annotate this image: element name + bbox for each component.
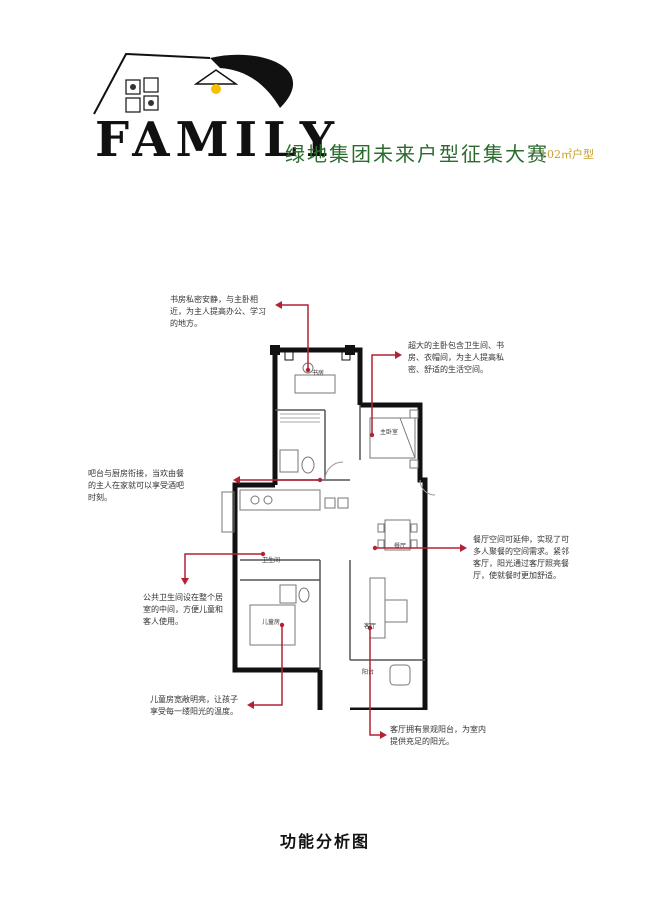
note-child: 儿童房宽敞明亮，让孩子享受每一缕阳光的温度。 (150, 695, 238, 716)
note-study: 书房私密安静，与主卧相近，为主人提高办公、学习的地方。 (170, 295, 266, 328)
figure-caption: 功能分析图 (279, 832, 370, 851)
floor-plan (221, 345, 436, 710)
note-master: 超大的主卧包含卫生间、书房、衣帽间，为主人提高私密、舒适的生活空间。 (408, 341, 504, 374)
room-label-living: 客厅 (364, 623, 377, 630)
room-label-child: 儿童房 (262, 619, 281, 626)
unit-size-label: 102㎡户型 (540, 148, 594, 161)
room-label-bath: 卫生间 (262, 557, 281, 564)
room-label-study: 书房 (312, 370, 325, 377)
note-kitchen: 吧台与厨房衔接，当欢由餐的主人在家就可以享受酒吧时刻。 (88, 469, 184, 502)
room-label-master: 主卧室 (380, 429, 399, 436)
note-dining: 餐厅空间可延伸，实现了可多人聚餐的空间需求。紧邻客厅，阳光通过客厅照亮餐厅，使就… (473, 535, 569, 580)
contest-title: 绿地集团未来户型征集大赛 (285, 142, 549, 166)
note-balcony: 客厅拥有景观阳台，为室内提供充足的阳光。 (390, 725, 486, 746)
family-logo-text: FAMILY (95, 112, 341, 168)
note-bath: 公共卫生间设在整个居室的中间，方便儿童和客人使用。 (143, 593, 223, 626)
family-logo-graphic (93, 52, 294, 115)
room-label-dining: 餐厅 (394, 543, 407, 550)
room-label-balcony: 阳台 (362, 669, 375, 676)
